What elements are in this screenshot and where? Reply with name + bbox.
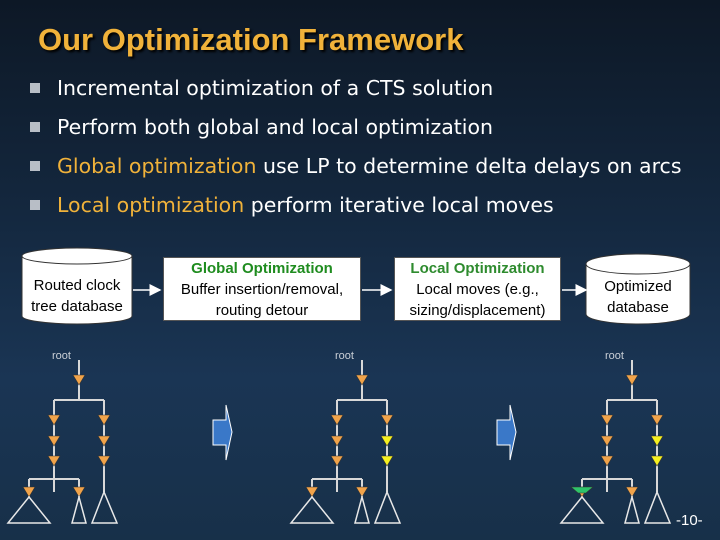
buffer-icon <box>330 455 344 467</box>
buffer-icon <box>47 435 61 447</box>
local-opt-heading: Local Optimization <box>410 260 545 277</box>
input-line1: Routed clock <box>33 277 121 294</box>
root-label: root <box>605 350 624 362</box>
sink-subtree <box>6 495 52 524</box>
buffer-icon <box>600 414 614 426</box>
buffer-icon <box>22 486 36 498</box>
output-line2: database <box>607 299 669 316</box>
buffer-icon <box>72 374 86 386</box>
sink-subtree <box>354 494 370 524</box>
buffer-icon <box>355 486 369 498</box>
buffer-icon <box>47 414 61 426</box>
buffer-icon <box>380 435 394 447</box>
buffer-icon <box>380 455 394 467</box>
bullet-item: Incremental optimization of a CTS soluti… <box>30 70 682 109</box>
buffer-icon <box>600 455 614 467</box>
sink-subtree <box>373 489 402 524</box>
output-database-cylinder <box>585 253 691 325</box>
buffer-icon <box>330 414 344 426</box>
buffer-icon <box>97 455 111 467</box>
buffer-icon <box>47 455 61 467</box>
sink-subtree <box>559 495 605 524</box>
bullet-square-icon <box>30 200 40 210</box>
buffer-icon <box>97 435 111 447</box>
buffer-icon <box>650 435 664 447</box>
sink-subtree <box>289 495 335 524</box>
buffer-icon <box>650 414 664 426</box>
input-line2: tree database <box>31 298 123 315</box>
slide-title: Our Optimization Framework <box>38 22 464 57</box>
buffer-icon <box>72 486 86 498</box>
buffer-icon <box>330 435 344 447</box>
input-database-label: Routed clock tree database <box>22 275 132 317</box>
bullet-item: Local optimization perform iterative loc… <box>30 187 682 226</box>
input-database-cylinder <box>21 247 133 325</box>
global-optimization-box: Global Optimization Buffer insertion/rem… <box>163 257 361 321</box>
bullet-item: Global optimization use LP to determine … <box>30 148 682 187</box>
output-database-label: Optimized database <box>586 276 690 318</box>
buffer-icon <box>355 374 369 386</box>
bullet-highlight: Global optimization <box>57 154 257 178</box>
sink-subtree <box>643 489 672 524</box>
bullet-text: Incremental optimization of a CTS soluti… <box>57 76 494 100</box>
bullet-square-icon <box>30 161 40 171</box>
output-line1: Optimized <box>604 278 672 295</box>
bullet-text: use LP to determine delta delays on arcs <box>256 154 682 178</box>
global-opt-line2: routing detour <box>215 302 309 319</box>
global-opt-heading: Global Optimization <box>191 260 333 277</box>
buffer-icon <box>600 435 614 447</box>
global-opt-line1: Buffer insertion/removal, <box>180 281 344 298</box>
buffer-icon <box>305 486 319 498</box>
sink-subtree <box>90 489 119 524</box>
local-opt-line1: Local moves (e.g., <box>416 281 539 298</box>
bullet-text: perform iterative local moves <box>244 193 554 217</box>
bullet-text: Perform both global and local optimizati… <box>57 115 494 139</box>
sink-subtree <box>624 494 640 524</box>
bullet-item: Perform both global and local optimizati… <box>30 109 682 148</box>
root-label: root <box>335 350 354 362</box>
clock-trees: root root root <box>6 350 672 524</box>
buffer-icon <box>650 455 664 467</box>
bullet-square-icon <box>30 122 40 132</box>
page-number: -10- <box>676 512 703 529</box>
local-optimization-box: Local Optimization Local moves (e.g., si… <box>394 257 561 321</box>
sink-subtree <box>71 494 87 524</box>
root-label: root <box>52 350 71 362</box>
bullet-square-icon <box>30 83 40 93</box>
buffer-icon <box>625 486 639 498</box>
moved-buffer-icon <box>570 486 594 494</box>
buffer-icon <box>97 414 111 426</box>
buffer-icon <box>625 374 639 386</box>
local-opt-line2: sizing/displacement) <box>409 302 546 319</box>
bullet-highlight: Local optimization <box>57 193 245 217</box>
transition-arrow-icon <box>496 404 517 461</box>
buffer-icon <box>380 414 394 426</box>
bullet-list: Incremental optimization of a CTS soluti… <box>30 70 682 226</box>
transition-arrow-icon <box>212 404 233 461</box>
